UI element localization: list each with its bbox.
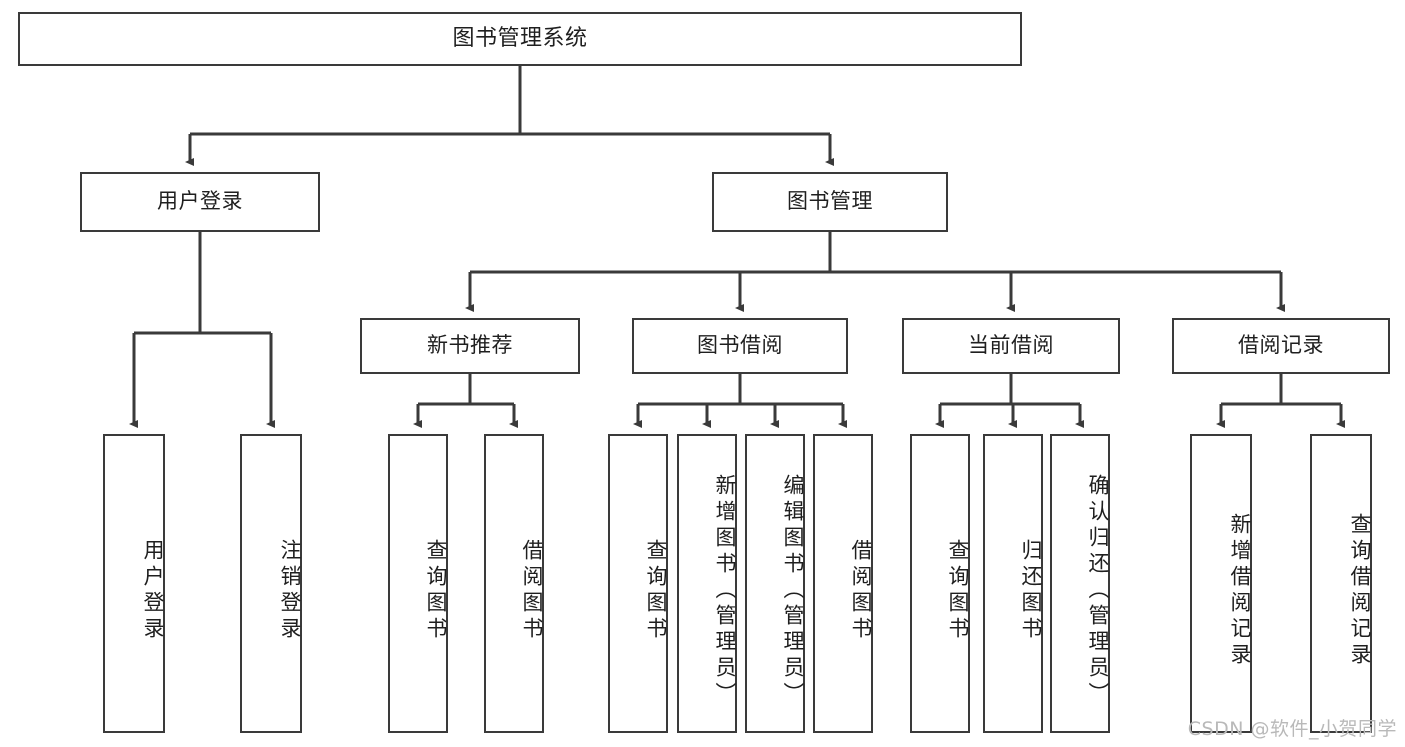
node-label: 查询借阅记录	[1348, 512, 1372, 669]
node-current-borrow[interactable]: 当前借阅	[902, 318, 1120, 374]
csdn-watermark: CSDN @软件_小贺同学	[1187, 718, 1397, 740]
node-label: 查询图书	[424, 538, 448, 643]
node-leaf-edit-book[interactable]: 编辑图书（管理员）	[745, 434, 805, 733]
node-label: 归还图书	[1019, 538, 1043, 643]
node-label: 图书管理	[787, 189, 873, 214]
node-leaf-logout[interactable]: 注销登录	[240, 434, 302, 733]
node-book-borrow[interactable]: 图书借阅	[632, 318, 848, 374]
node-label: 查询图书	[946, 538, 970, 643]
node-leaf-query-record[interactable]: 查询借阅记录	[1310, 434, 1372, 733]
node-label: 查询图书	[644, 538, 668, 643]
node-label: 编辑图书（管理员）	[781, 473, 805, 708]
node-leaf-return-book[interactable]: 归还图书	[983, 434, 1043, 733]
node-leaf-confirm-return[interactable]: 确认归还（管理员）	[1050, 434, 1110, 733]
node-leaf-query-book-3[interactable]: 查询图书	[910, 434, 970, 733]
node-label: 图书借阅	[697, 333, 783, 358]
node-label: 借阅图书	[520, 538, 544, 643]
node-label: 当前借阅	[968, 333, 1054, 358]
node-user-login[interactable]: 用户登录	[80, 172, 320, 232]
node-label: 借阅图书	[849, 538, 873, 643]
node-leaf-add-record[interactable]: 新增借阅记录	[1190, 434, 1252, 733]
node-leaf-borrow-book-1[interactable]: 借阅图书	[484, 434, 544, 733]
node-label: 新增图书（管理员）	[713, 473, 737, 708]
node-label: 用户登录	[141, 538, 165, 643]
node-leaf-query-book-1[interactable]: 查询图书	[388, 434, 448, 733]
node-book-management[interactable]: 图书管理	[712, 172, 948, 232]
node-new-book-recommend[interactable]: 新书推荐	[360, 318, 580, 374]
node-label: 新增借阅记录	[1228, 512, 1252, 669]
node-label: 用户登录	[157, 189, 243, 214]
node-leaf-query-book-2[interactable]: 查询图书	[608, 434, 668, 733]
node-leaf-borrow-book-2[interactable]: 借阅图书	[813, 434, 873, 733]
node-leaf-user-login[interactable]: 用户登录	[103, 434, 165, 733]
node-borrow-record[interactable]: 借阅记录	[1172, 318, 1390, 374]
node-label: 注销登录	[278, 538, 302, 643]
node-leaf-add-book[interactable]: 新增图书（管理员）	[677, 434, 737, 733]
node-root-system[interactable]: 图书管理系统	[18, 12, 1022, 66]
node-label: 借阅记录	[1238, 333, 1324, 358]
node-label: 确认归还（管理员）	[1086, 473, 1110, 708]
node-label: 新书推荐	[427, 333, 513, 358]
node-label: 图书管理系统	[452, 25, 588, 51]
